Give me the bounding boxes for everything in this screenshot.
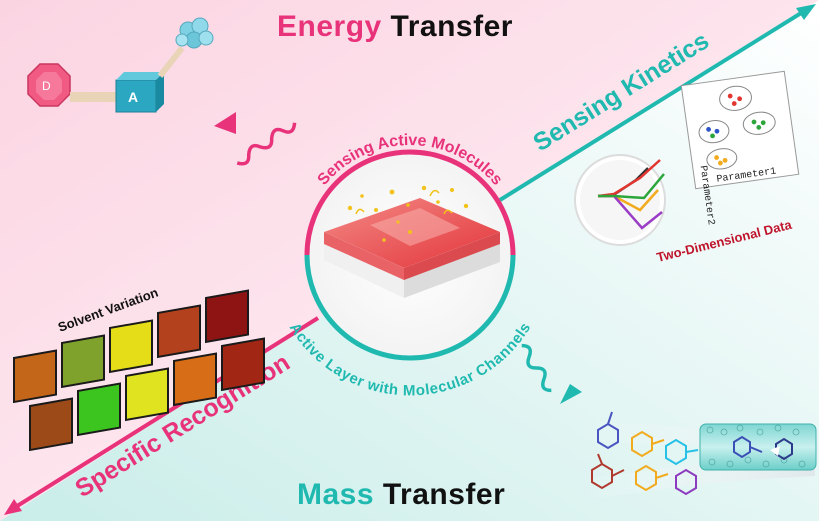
tile-row-1 (13, 289, 249, 404)
ring-top-arc (304, 149, 516, 256)
donor-letter: D (42, 79, 51, 93)
title-energy-rest: Transfer (381, 10, 513, 43)
title-energy-word: Energy (277, 10, 382, 43)
solvent-tile (125, 367, 169, 422)
solvent-tile (77, 382, 121, 437)
solvent-tile (29, 397, 73, 452)
axis-arrowhead-top-right (796, 4, 816, 20)
solvent-variation-panel: Solvent Variation (13, 285, 265, 452)
title-mass-rest: Transfer (374, 478, 506, 511)
solvent-tile (61, 334, 105, 389)
energy-wave-arrow (214, 112, 297, 166)
tile-row-2 (29, 337, 265, 452)
mass-wave-arrow (521, 343, 582, 404)
title-mass-word: Mass (297, 478, 375, 511)
solvent-tile (173, 352, 217, 407)
title-mass-transfer: Mass Transfer (297, 478, 505, 512)
solvent-tile (205, 289, 249, 344)
axis-sensing-kinetics-line (498, 8, 808, 202)
donor-acceptor-molecule: D A (27, 17, 214, 113)
solvent-tile (13, 349, 57, 404)
axis-arrowhead-bottom-left (4, 499, 22, 515)
molecular-channel-tube (578, 411, 817, 500)
solvent-tile (157, 304, 201, 359)
active-molecule-sparks (347, 185, 469, 242)
acceptor-letter: A (128, 89, 138, 105)
active-layer-slab (324, 185, 500, 298)
solvent-tile (109, 319, 153, 374)
solvent-tile (221, 337, 265, 392)
kinetics-curves (574, 154, 666, 246)
title-energy-transfer: Energy Transfer (277, 10, 513, 44)
ring-bottom-arc (304, 254, 516, 361)
